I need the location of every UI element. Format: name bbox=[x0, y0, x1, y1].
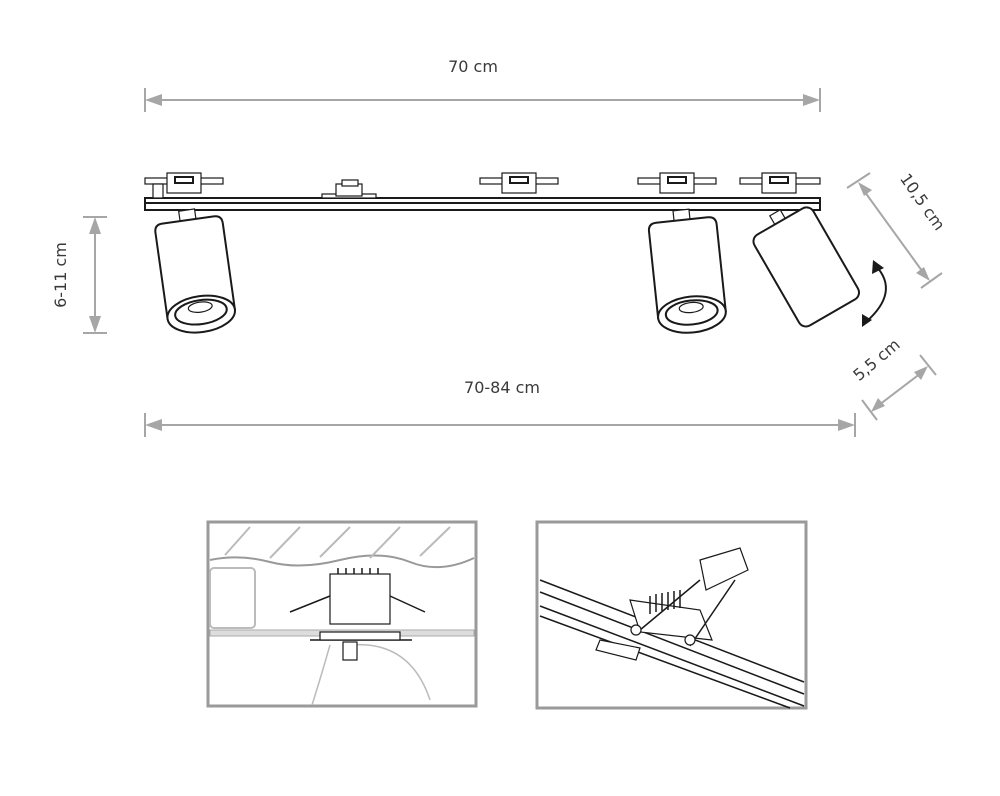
dimension-height: 6-11 cm bbox=[51, 216, 107, 334]
clip-mount-illustration bbox=[535, 520, 808, 710]
dimension-spot-length: 10,5 cm bbox=[846, 170, 949, 289]
rail-length-label: 70 cm bbox=[448, 57, 498, 76]
spotlight-middle bbox=[647, 208, 727, 334]
dimension-spot-diameter: 5,5 cm bbox=[849, 335, 937, 421]
spot-diameter-label: 5,5 cm bbox=[849, 335, 903, 385]
spotlight-left bbox=[154, 208, 237, 334]
dimension-total-length: 70-84 cm bbox=[144, 378, 856, 437]
height-label: 6-11 cm bbox=[51, 242, 70, 308]
spot-length-label: 10,5 cm bbox=[896, 170, 949, 234]
rotation-arrow-icon bbox=[862, 260, 887, 327]
mounting-clips bbox=[144, 172, 821, 199]
spotlight-tilted bbox=[752, 206, 861, 328]
dimension-rail-length: 70 cm bbox=[144, 57, 821, 112]
ceiling-install-illustration bbox=[206, 520, 478, 708]
total-length-label: 70-84 cm bbox=[464, 378, 540, 397]
track-rail bbox=[144, 197, 821, 211]
